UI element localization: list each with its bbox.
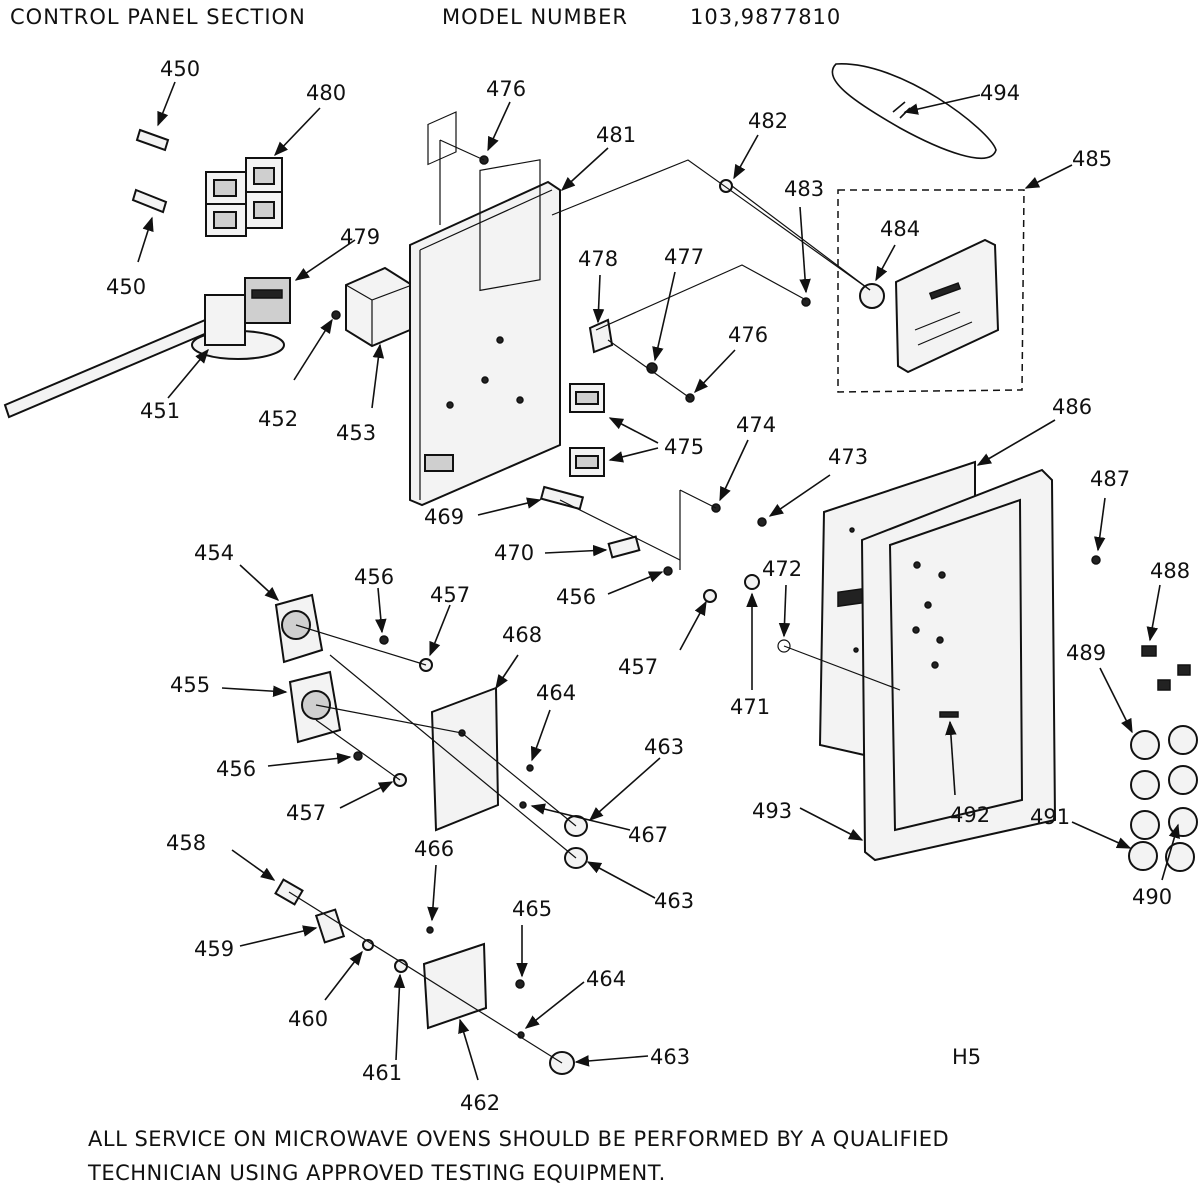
part-483-screw [801, 297, 811, 307]
callout-456-upper: 456 [354, 565, 394, 589]
callout-468: 468 [502, 623, 542, 647]
assembly-guide-lines [288, 139, 901, 1064]
callout-462: 462 [460, 1091, 500, 1115]
callout-458: 458 [166, 831, 206, 855]
callout-labels: 450 480 476 481 482 494 485 483 484 479 … [106, 57, 1190, 1115]
callout-460: 460 [288, 1007, 328, 1031]
part-472-clip [777, 639, 791, 653]
part-480-relay-block [205, 157, 283, 237]
part-453-transformer [345, 266, 414, 348]
part-488-set-screws [1141, 645, 1191, 691]
part-494-wire-loop [831, 63, 997, 160]
callout-477: 477 [664, 245, 704, 269]
callout-456-lower: 456 [216, 757, 256, 781]
part-468-mounting-plate [430, 686, 500, 832]
callout-457-upper: 457 [430, 583, 470, 607]
callout-478: 478 [578, 247, 618, 271]
callout-473: 473 [828, 445, 868, 469]
callout-479: 479 [340, 225, 380, 249]
callout-485: 485 [1072, 147, 1112, 171]
part-481-mounting-bracket [409, 111, 561, 507]
part-475-relay-lower [569, 447, 605, 477]
callout-476-top: 476 [486, 77, 526, 101]
part-457-nut-mid [703, 589, 717, 603]
part-464-pin-upper [526, 764, 534, 772]
part-456-washer-mid [663, 566, 673, 576]
part-466-pin [426, 926, 434, 934]
part-467-screw [519, 801, 527, 809]
part-471-spacer [744, 574, 760, 590]
part-469-connector [539, 485, 585, 511]
service-note-line-1: ALL SERVICE ON MICROWAVE OVENS SHOULD BE… [88, 1127, 949, 1151]
callout-486: 486 [1052, 395, 1092, 419]
part-475-relay-upper [569, 383, 605, 413]
callout-494: 494 [980, 81, 1020, 105]
part-451-switch-shaft [3, 277, 291, 419]
callout-490: 490 [1132, 885, 1172, 909]
callout-463-middle: 463 [654, 889, 694, 913]
callout-483: 483 [784, 177, 824, 201]
part-493-panel-frame [860, 468, 1057, 862]
part-473-screw [757, 517, 767, 527]
callout-467: 467 [628, 823, 668, 847]
model-number: 103,9877810 [690, 5, 841, 29]
callout-453: 453 [336, 421, 376, 445]
model-label: MODEL NUMBER [442, 5, 628, 29]
callout-461: 461 [362, 1061, 402, 1085]
callout-457-lower: 457 [286, 801, 326, 825]
service-note-line-2: TECHNICIAN USING APPROVED TESTING EQUIPM… [87, 1161, 666, 1185]
callout-482: 482 [748, 109, 788, 133]
drawing-id: H5 [952, 1045, 981, 1069]
callout-471: 471 [730, 695, 770, 719]
callout-488: 488 [1150, 559, 1190, 583]
callout-454: 454 [194, 541, 234, 565]
part-456-washer-upper [379, 635, 389, 645]
callout-470: 470 [494, 541, 534, 565]
leader-lines [137, 81, 1180, 1081]
callout-489: 489 [1066, 641, 1106, 665]
part-454-timer [274, 593, 324, 664]
part-456-washer-lower [353, 751, 363, 761]
part-452-screw [331, 310, 341, 320]
section-title: CONTROL PANEL SECTION [10, 5, 306, 29]
part-465-screw [515, 979, 525, 989]
callout-476-right: 476 [728, 323, 768, 347]
callout-452: 452 [258, 407, 298, 431]
part-470-bracket [607, 535, 641, 559]
callout-481: 481 [596, 123, 636, 147]
part-450-bracket-top [135, 128, 170, 152]
callout-475: 475 [664, 435, 704, 459]
callout-450-top: 450 [160, 57, 200, 81]
callout-455: 455 [170, 673, 210, 697]
callout-469: 469 [424, 505, 464, 529]
part-487-screw [1091, 555, 1101, 565]
callout-472: 472 [762, 557, 802, 581]
callout-484: 484 [880, 217, 920, 241]
callout-480: 480 [306, 81, 346, 105]
callout-474: 474 [736, 413, 776, 437]
callout-450-bottom: 450 [106, 275, 146, 299]
callout-465: 465 [512, 897, 552, 921]
callout-463-upper: 463 [644, 735, 684, 759]
callout-493: 493 [752, 799, 792, 823]
part-485-touch-pad-assembly [837, 189, 1025, 393]
callout-464-upper: 464 [536, 681, 576, 705]
callout-491: 491 [1030, 805, 1070, 829]
callout-463-lower: 463 [650, 1045, 690, 1069]
callout-456-mid: 456 [556, 585, 596, 609]
callout-466: 466 [414, 837, 454, 861]
callout-457-mid: 457 [618, 655, 658, 679]
part-450-bracket-bottom [131, 188, 168, 214]
callout-487: 487 [1090, 467, 1130, 491]
part-489-491-knobs [1128, 725, 1198, 872]
callout-492: 492 [950, 803, 990, 827]
callout-459: 459 [194, 937, 234, 961]
callout-464-lower: 464 [586, 967, 626, 991]
part-459-plate [314, 908, 346, 944]
callout-451: 451 [140, 399, 180, 423]
part-462-bracket [422, 942, 488, 1030]
